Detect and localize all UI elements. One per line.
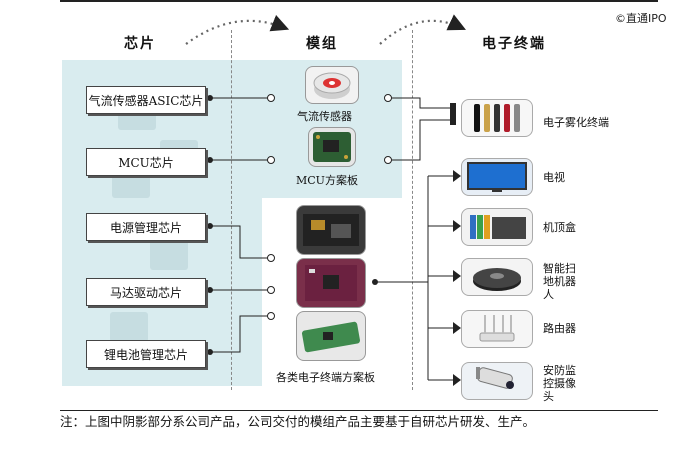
footnote: 注：上图中阴影部分系公司产品，公司交付的模组产品主要基于自研芯片研发、生产。 (60, 414, 536, 429)
chip-illustration (110, 312, 148, 342)
module-label-airflow-sensor: 气流传感器 (297, 110, 352, 123)
module-label-mcu-board: MCU方案板 (296, 174, 358, 187)
module-label-terminal-boards: 各类电子终端方案板 (276, 371, 375, 384)
column-heading-modules: 模组 (306, 36, 338, 52)
terminal-board-image-3 (296, 311, 366, 361)
robot-vacuum-image (461, 258, 533, 296)
chip-power-management: 电源管理芯片 (86, 213, 206, 241)
chip-illustration (150, 240, 188, 270)
vape-device-image (461, 99, 533, 137)
terminal-label-set-top-box: 机顶盒 (543, 221, 576, 234)
terminal-label-tv: 电视 (543, 171, 565, 184)
column-divider (412, 30, 413, 390)
watermark: ©直通IPO (615, 12, 667, 25)
top-rule (60, 0, 658, 2)
terminal-label-security-camera: 安防监控摄像头 (543, 364, 576, 403)
airflow-sensor-image (305, 66, 359, 104)
chip-airflow-sensor-asic: 气流传感器ASIC芯片 (86, 86, 206, 114)
tv-image (461, 158, 533, 196)
column-divider (231, 30, 232, 390)
terminal-label-robot-vacuum: 智能扫地机器人 (543, 262, 576, 301)
chip-mcu: MCU芯片 (86, 148, 206, 176)
set-top-box-image (461, 208, 533, 246)
terminal-label-router: 路由器 (543, 322, 576, 335)
security-camera-image (461, 362, 533, 400)
router-image (461, 310, 533, 348)
chip-lithium-battery-management: 锂电池管理芯片 (86, 340, 206, 368)
terminal-board-image-2 (296, 258, 366, 308)
column-heading-chips: 芯片 (124, 36, 156, 52)
footnote-rule (60, 410, 658, 411)
column-heading-terminals: 电子终端 (482, 36, 546, 52)
chip-motor-driver: 马达驱动芯片 (86, 278, 206, 306)
terminal-label-vape: 电子雾化终端 (543, 116, 609, 129)
terminal-board-image-1 (296, 205, 366, 255)
mcu-board-image (308, 127, 356, 167)
